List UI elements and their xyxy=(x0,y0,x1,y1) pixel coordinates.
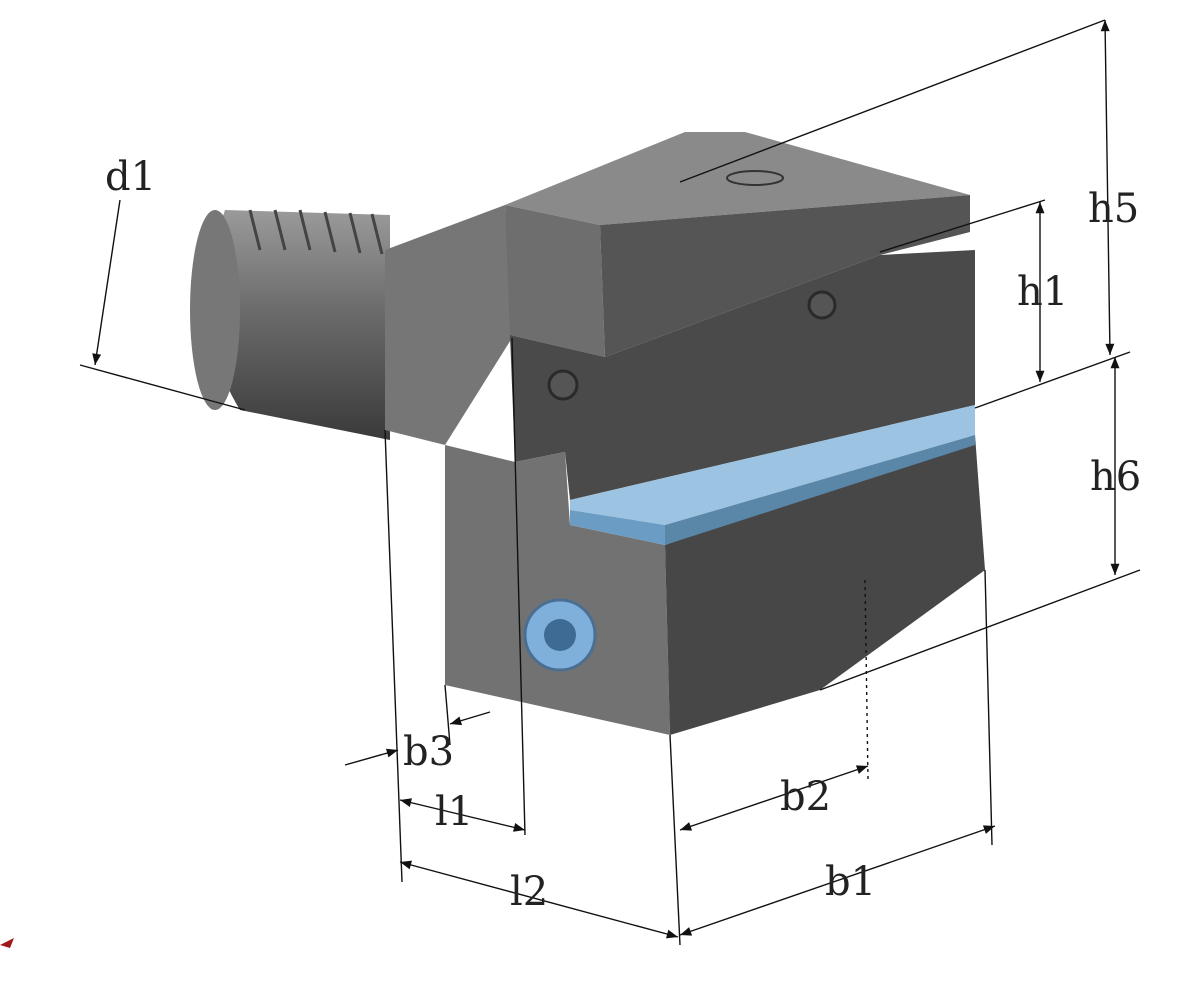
shank-thread xyxy=(248,209,384,255)
axis-marker xyxy=(0,938,14,948)
label-l1: l1 xyxy=(435,789,473,835)
holder-body xyxy=(385,132,985,735)
jaw-side-face xyxy=(600,195,970,357)
label-b1: b1 xyxy=(825,859,876,905)
shank xyxy=(190,209,390,440)
label-d1: d1 xyxy=(105,154,156,200)
label-b2: b2 xyxy=(780,774,831,820)
label-l2: l2 xyxy=(510,869,548,915)
label-h5: h5 xyxy=(1088,186,1139,232)
jaw-top-face xyxy=(505,132,970,225)
dimension-lines xyxy=(79,19,1141,946)
screw-upper-right xyxy=(807,290,837,320)
screw-upper-left xyxy=(547,369,579,401)
label-h1: h1 xyxy=(1017,269,1068,315)
jaw-front-face xyxy=(505,205,605,357)
label-b3: b3 xyxy=(403,729,454,775)
insert-top xyxy=(570,405,975,525)
label-h6: h6 xyxy=(1090,454,1141,500)
lower-front-face xyxy=(445,445,670,735)
insert-front xyxy=(570,510,665,545)
lower-side-face xyxy=(665,435,985,735)
dimension-labels: d1 h5 h1 h6 b3 l1 l2 b2 b1 xyxy=(105,154,1141,915)
insert-side xyxy=(665,435,975,545)
body-left-face xyxy=(385,205,512,445)
back-wall xyxy=(510,250,975,500)
